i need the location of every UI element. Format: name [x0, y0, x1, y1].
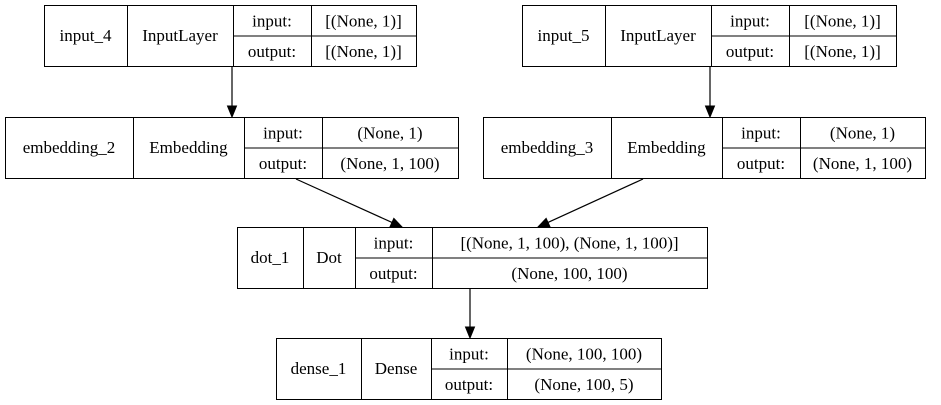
output-label: output:: [737, 154, 785, 173]
input-label: input:: [741, 123, 781, 142]
layer-name: embedding_3: [501, 138, 594, 157]
input-label: input:: [449, 344, 489, 363]
output-shape: [(None, 1)]: [804, 42, 880, 61]
layer-type: InputLayer: [142, 26, 218, 45]
layer-name: embedding_2: [23, 138, 116, 157]
layer-name: input_5: [538, 26, 590, 45]
layer-type: Embedding: [627, 138, 706, 157]
layer-type: Dense: [375, 359, 417, 378]
output-label: output:: [369, 264, 417, 283]
edges-layer: [226, 67, 716, 340]
layer-name: input_4: [60, 26, 112, 45]
arrowhead-icon: [704, 105, 716, 119]
output-shape: (None, 1, 100): [813, 154, 912, 173]
edge-line: [547, 178, 644, 223]
layer-type: Dot: [316, 248, 342, 267]
layer-node-embedding-3: embedding_3 Embedding input: output: (None, …: [483, 117, 926, 179]
input-shape: (None, 1): [830, 123, 895, 142]
input-label: input:: [730, 11, 770, 30]
layer-type: InputLayer: [620, 26, 696, 45]
input-shape: (None, 100, 100): [526, 344, 642, 363]
arrowhead-icon: [464, 326, 476, 340]
input-label: input:: [252, 11, 292, 30]
output-label: output:: [726, 42, 774, 61]
edge-embedding-3-to-dot-1: [536, 178, 644, 228]
layer-name: dot_1: [251, 248, 290, 267]
output-label: output:: [248, 42, 296, 61]
input-shape: [(None, 1, 100), (None, 1, 100)]: [460, 233, 678, 252]
layer-node-dense-1: dense_1 Dense input: output: (None, 100, 100…: [276, 338, 662, 400]
layer-type: Embedding: [149, 138, 228, 157]
nodes-layer: input_4 InputLayer input: output: [(None, 1)…: [5, 5, 926, 400]
arrowhead-icon: [536, 217, 551, 228]
layer-node-input-4: input_4 InputLayer input: output: [(None, 1)…: [44, 5, 417, 67]
output-shape: (None, 100, 100): [511, 264, 627, 283]
edge-input-4-to-embedding-2: [226, 67, 238, 119]
output-shape: (None, 100, 5): [534, 375, 633, 394]
input-label: input:: [263, 123, 303, 142]
layer-name: dense_1: [291, 359, 347, 378]
arrowhead-icon: [389, 217, 404, 228]
output-label: output:: [259, 154, 307, 173]
input-label: input:: [374, 233, 414, 252]
layer-node-embedding-2: embedding_2 Embedding input: output: (None, …: [5, 117, 459, 179]
output-shape: [(None, 1)]: [325, 42, 401, 61]
layer-box: [5, 117, 459, 179]
input-shape: [(None, 1)]: [325, 11, 401, 30]
edge-line: [295, 178, 393, 224]
layer-node-input-5: input_5 InputLayer input: output: [(None, 1)…: [522, 5, 897, 67]
edge-input-5-to-embedding-3: [704, 67, 716, 119]
layer-node-dot-1: dot_1 Dot input: output: [(None, 1, 100), (N…: [237, 227, 708, 289]
input-shape: [(None, 1)]: [804, 11, 880, 30]
output-label: output:: [445, 375, 493, 394]
edge-dot-1-to-dense-1: [464, 289, 476, 340]
arrowhead-icon: [226, 105, 238, 119]
input-shape: (None, 1): [357, 123, 422, 142]
output-shape: (None, 1, 100): [340, 154, 439, 173]
edge-embedding-2-to-dot-1: [295, 178, 404, 228]
